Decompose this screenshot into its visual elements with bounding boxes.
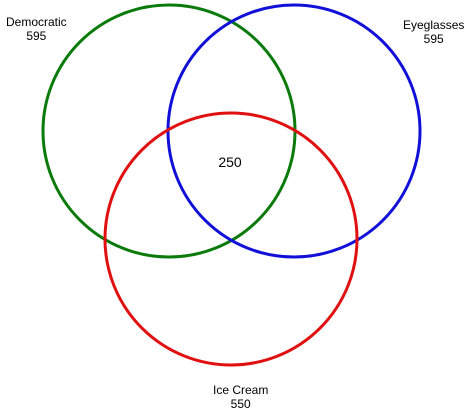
set-count-icecream: 550 (230, 397, 251, 411)
label-icecream: Ice Cream 550 (213, 383, 268, 411)
circle-icecream (103, 111, 359, 367)
label-democratic: Democratic 595 (6, 15, 67, 43)
label-eyeglasses: Eyeglasses 595 (403, 18, 464, 46)
set-name-icecream: Ice Cream (213, 383, 269, 397)
set-count-democratic: 595 (26, 29, 47, 43)
set-name-democratic: Democratic (6, 15, 67, 29)
set-count-eyeglasses: 595 (423, 32, 444, 46)
set-name-eyeglasses: Eyeglasses (403, 18, 465, 32)
center-intersection-count: 250 (218, 154, 242, 170)
